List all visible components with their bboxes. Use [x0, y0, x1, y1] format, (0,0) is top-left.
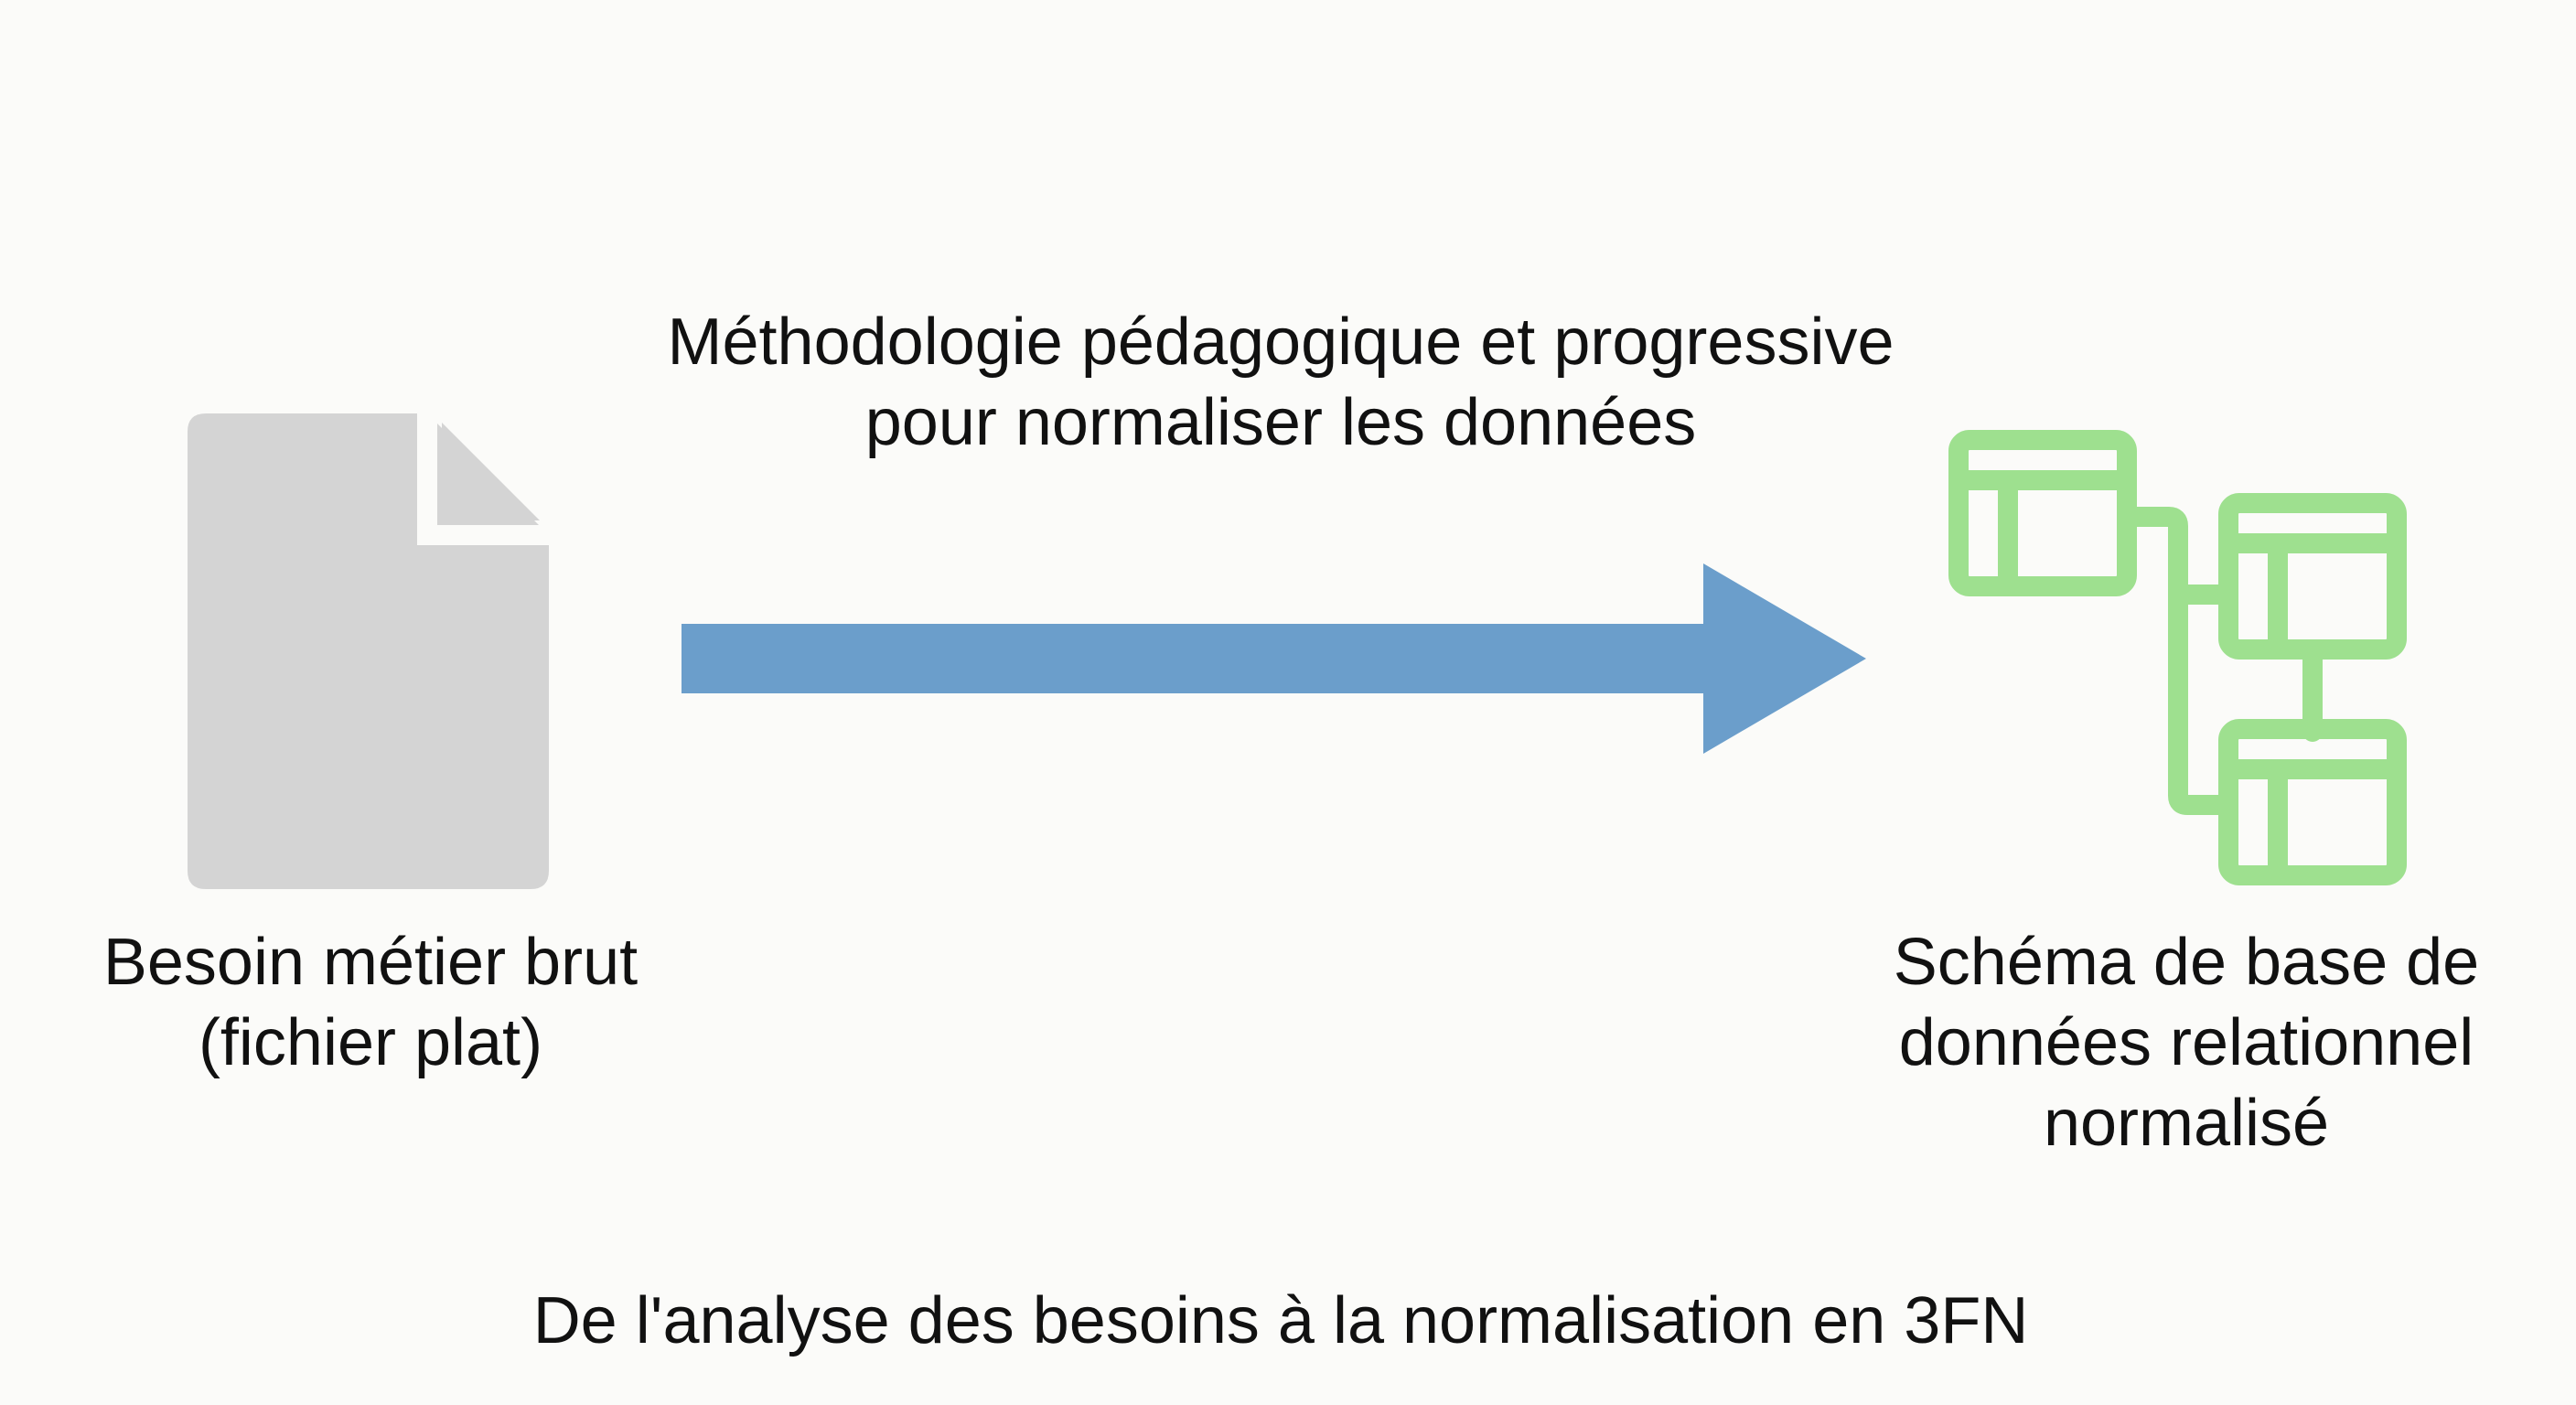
document-fold-gap — [417, 413, 549, 545]
target-label-line-2: données relationnel — [1898, 1006, 2474, 1079]
source-label-line-1: Besoin métier brut — [102, 926, 639, 999]
source-label-line-2: (fichier plat) — [198, 1006, 543, 1079]
target-label-line-1: Schéma de base de — [1893, 926, 2480, 999]
process-arrow-shape — [682, 563, 1866, 754]
arrow-caption-line-1: Méthodologie pédagogique et progressive — [667, 306, 1894, 379]
relational-schema-icon — [1948, 430, 2407, 885]
schema-table-2 — [2218, 493, 2407, 660]
document-icon — [188, 413, 549, 889]
schema-table-1 — [1948, 430, 2137, 596]
arrow-caption-line-2: pour normaliser les données — [864, 386, 1697, 459]
document-fold — [442, 423, 540, 520]
target-label-line-3: normalisé — [2043, 1087, 2330, 1160]
connector-table1-to-table3 — [2168, 552, 2233, 815]
schema-table-3 — [2218, 719, 2407, 885]
target-label: Schéma de base de données relationnel no… — [1830, 922, 2543, 1164]
source-label: Besoin métier brut (fichier plat) — [55, 922, 686, 1083]
process-arrow — [682, 563, 1866, 754]
footer-caption: De l'analyse des besoins à la normalisat… — [532, 1284, 2029, 1357]
arrow-caption: Méthodologie pédagogique et progressive … — [457, 302, 2104, 463]
